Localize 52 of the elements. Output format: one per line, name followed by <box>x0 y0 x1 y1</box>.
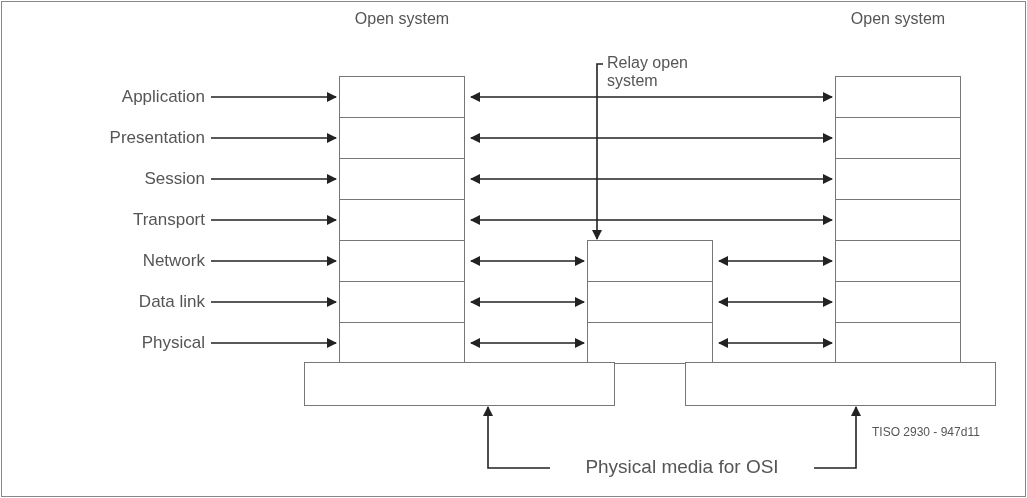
layer-label: Data link <box>138 291 205 313</box>
layer-box <box>835 322 961 364</box>
arrow <box>470 215 833 225</box>
arrow <box>470 174 833 184</box>
arrow <box>470 133 833 143</box>
figure-code: TISO 2930 - 947d11 <box>872 425 980 439</box>
arrow <box>210 215 337 225</box>
layer-box <box>835 199 961 241</box>
system-heading: Open system <box>353 10 451 28</box>
arrow <box>470 338 585 348</box>
layer-box <box>339 158 465 200</box>
layer-label: Presentation <box>109 127 205 149</box>
layer-box <box>339 76 465 118</box>
arrow <box>718 297 833 307</box>
layer-box <box>835 240 961 282</box>
relay-stack <box>587 240 713 363</box>
layer-box <box>339 199 465 241</box>
arrow <box>718 256 833 266</box>
arrow <box>592 63 604 240</box>
layer-box <box>339 240 465 282</box>
layer-label: Network <box>142 250 205 272</box>
arrow <box>470 256 585 266</box>
media-bar <box>304 362 615 406</box>
layer-box <box>835 117 961 159</box>
layer-box <box>339 281 465 323</box>
layer-label: Application <box>121 86 205 108</box>
layer-box <box>587 281 713 323</box>
arrow <box>718 338 833 348</box>
arrow <box>210 338 337 348</box>
layer-label: Session <box>144 168 205 190</box>
layer-box <box>835 281 961 323</box>
arrow <box>210 92 337 102</box>
arrow <box>210 174 337 184</box>
arrow <box>210 256 337 266</box>
arrow <box>483 406 551 469</box>
media-bar <box>685 362 996 406</box>
layer-box <box>835 158 961 200</box>
media-caption: Physical media for OSI <box>584 456 780 478</box>
layer-box <box>339 117 465 159</box>
arrow <box>470 297 585 307</box>
layer-box <box>339 322 465 364</box>
layer-box <box>835 76 961 118</box>
arrow <box>470 92 833 102</box>
layer-box <box>587 322 713 364</box>
arrow <box>210 297 337 307</box>
arrow <box>210 133 337 143</box>
layer-label: Physical <box>141 332 205 354</box>
system-heading: Open system <box>849 10 947 28</box>
layer-box <box>587 240 713 282</box>
relay-heading: Relay open system <box>607 54 689 90</box>
layer-label: Transport <box>132 209 205 231</box>
arrow <box>813 406 861 469</box>
